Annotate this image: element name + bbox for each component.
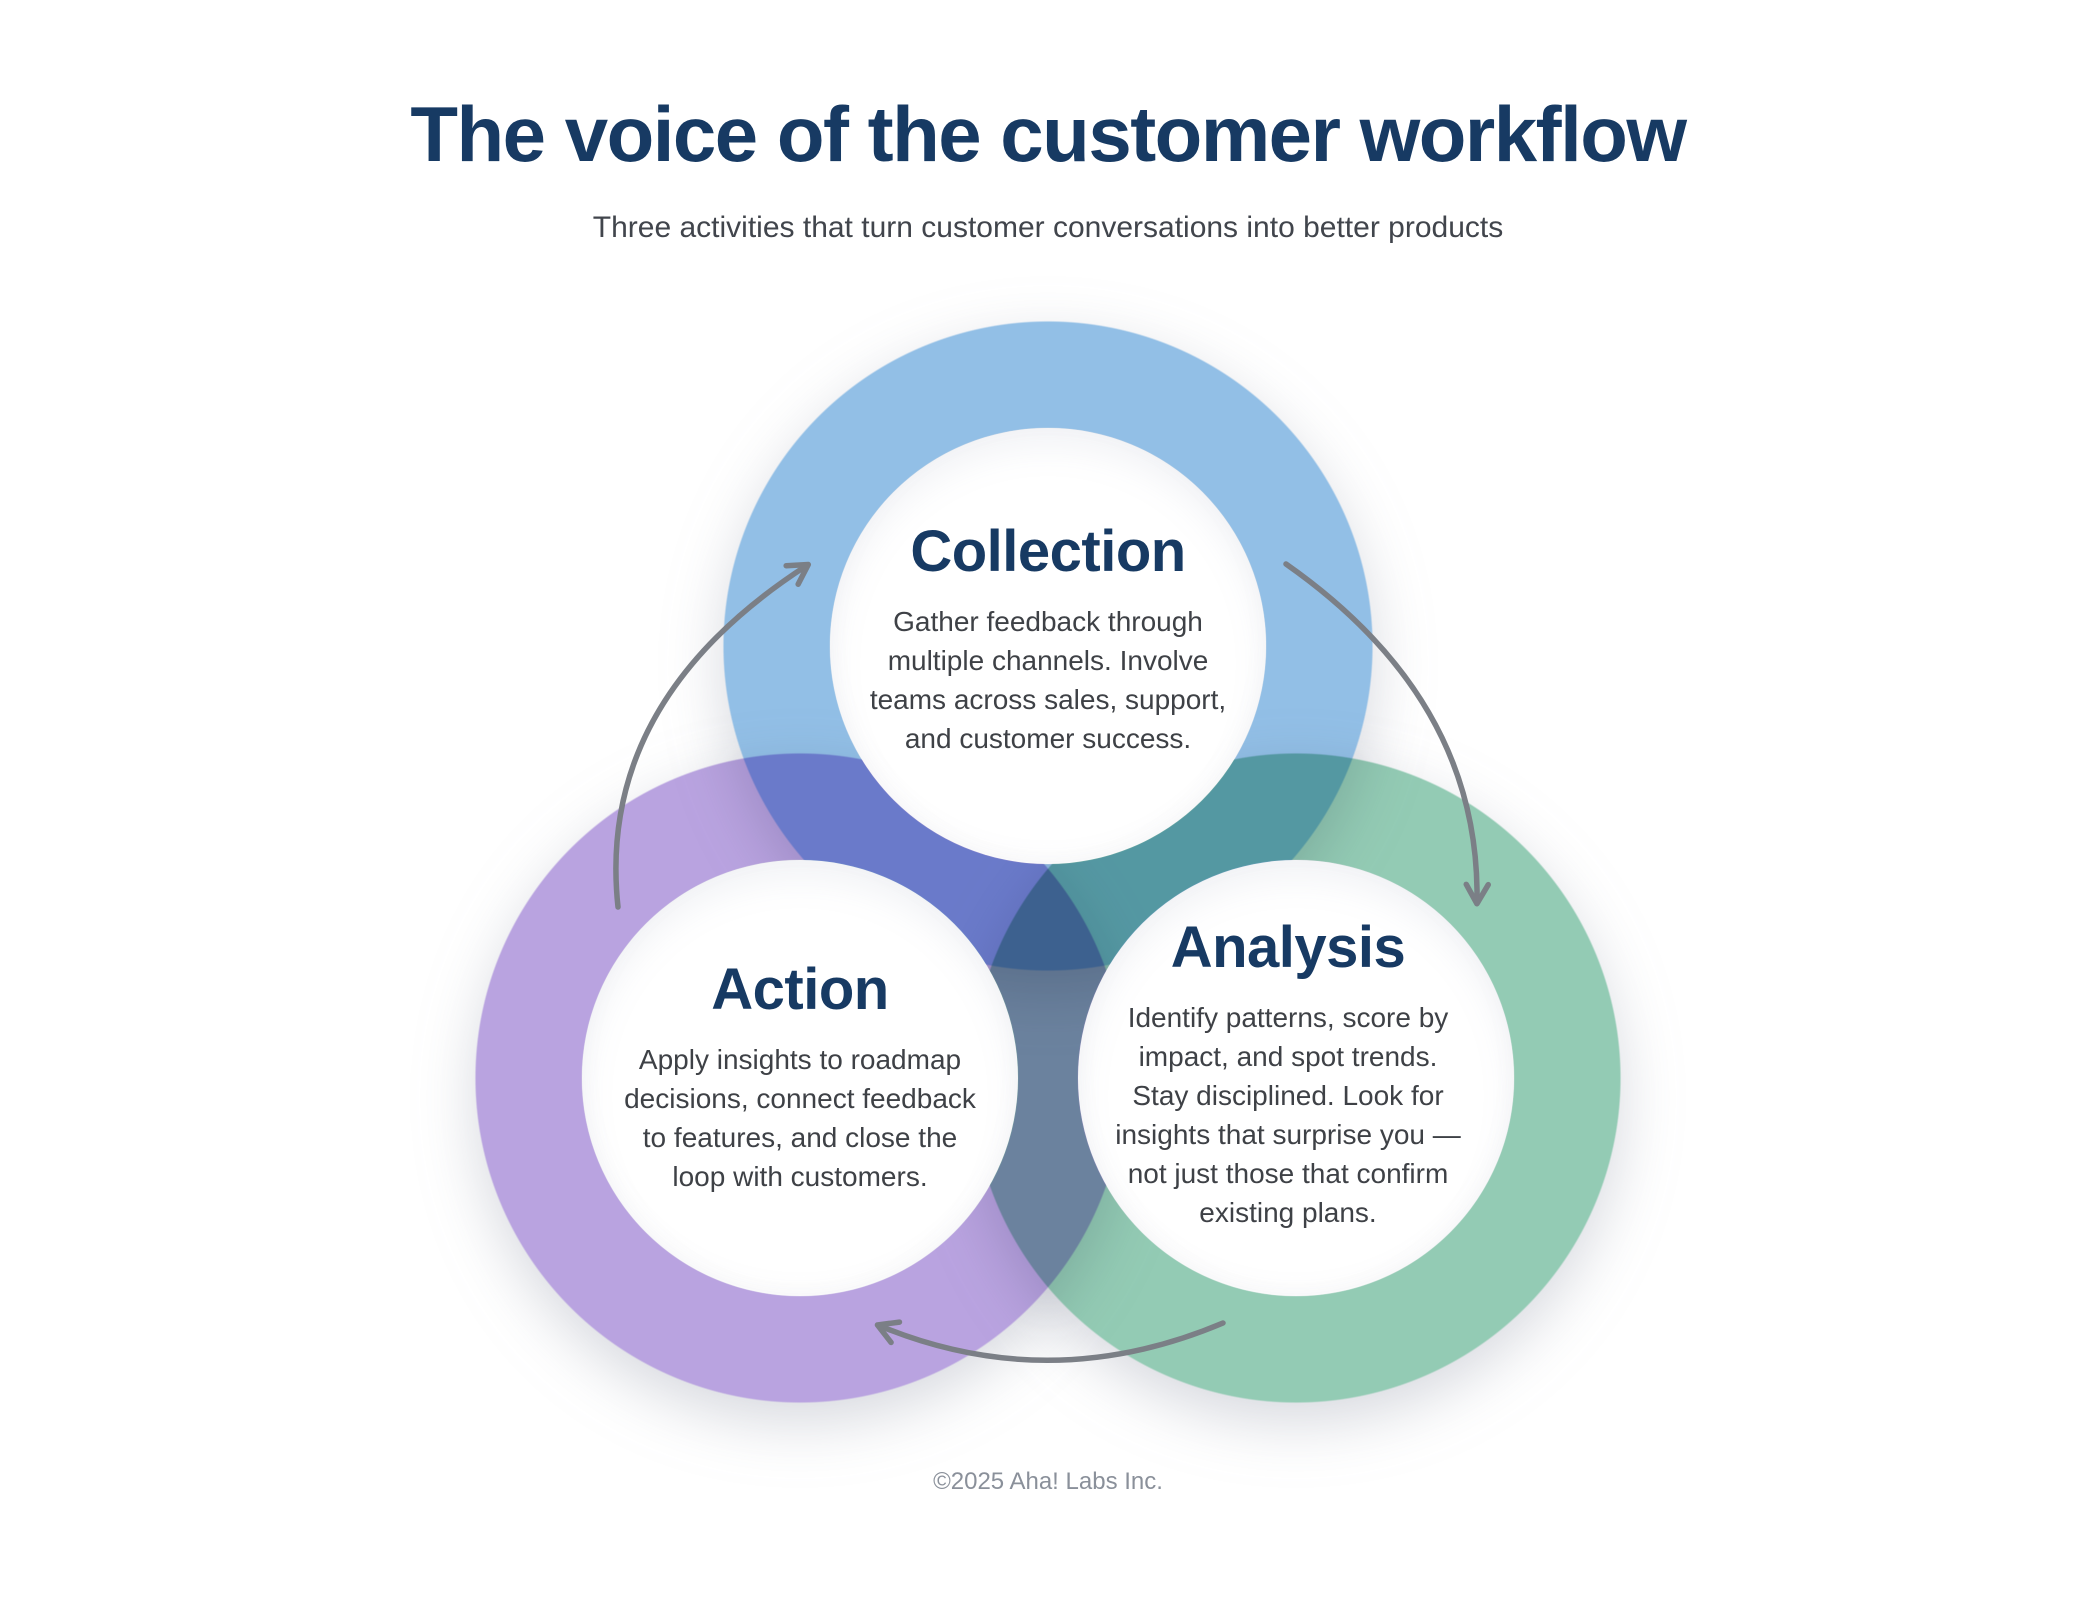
action-node: Action Apply insights to roadmap decisio… <box>580 958 1020 1196</box>
collection-inner-circle <box>830 428 1266 864</box>
page-title: The voice of the customer workflow <box>410 90 1687 178</box>
analysis-heading: Analysis <box>1170 915 1406 980</box>
analysis-inner-circle <box>1078 860 1514 1296</box>
collection-node: Collection Gather feedback through multi… <box>828 520 1268 758</box>
analysis-description: Identify patterns, score by impact, and … <box>1115 1002 1461 1228</box>
action-heading: Action <box>711 957 889 1022</box>
collection-description: Gather feedback through multiple channel… <box>869 606 1227 754</box>
action-description: Apply insights to roadmap decisions, con… <box>624 1044 976 1192</box>
collection-heading: Collection <box>910 519 1186 584</box>
page-subtitle: Three activities that turn customer conv… <box>592 211 1504 244</box>
footer-copyright: ©2025 Aha! Labs Inc. <box>933 1468 1163 1495</box>
analysis-node: Analysis Identify patterns, score by imp… <box>1068 916 1508 1232</box>
action-inner-circle <box>582 860 1018 1296</box>
